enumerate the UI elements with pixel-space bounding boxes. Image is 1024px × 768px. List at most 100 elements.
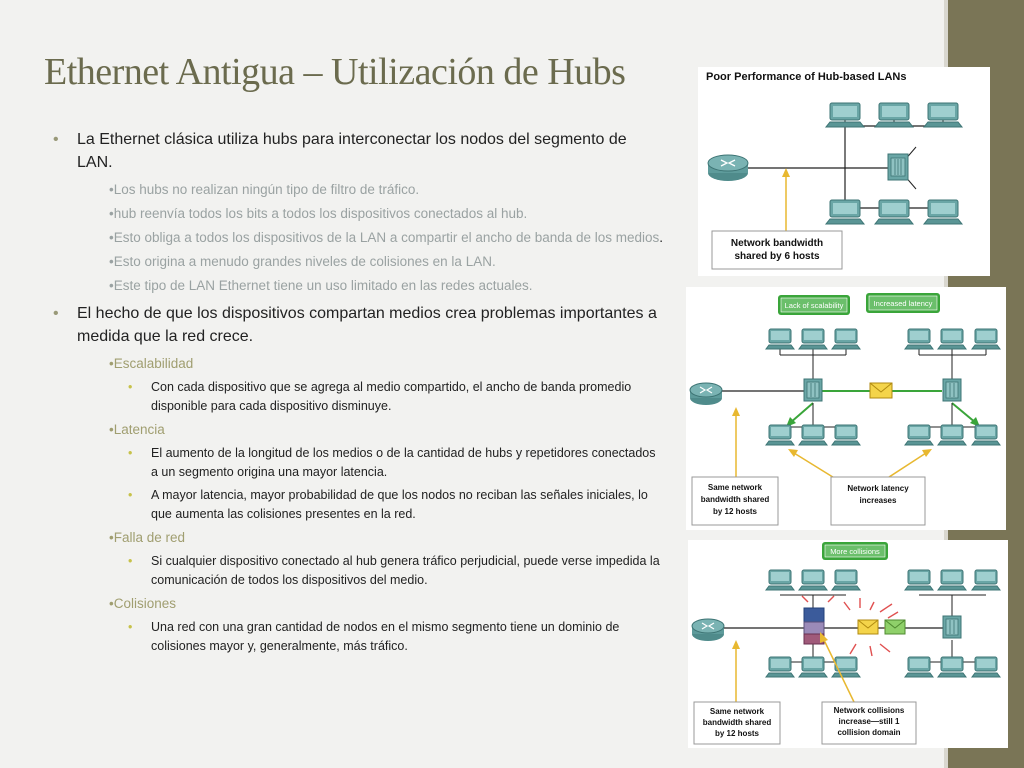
fig1-callout-line1: Network bandwidth [731,238,823,249]
hub-icon [887,153,909,181]
pc-icon [798,424,828,446]
detail-text: El aumento de la longitud de los medios … [151,446,656,479]
hub-icon [942,378,962,402]
fig3-tag: More collisions [830,547,880,556]
subheading-escalabilidad: •Escalabilidad [50,354,665,374]
pc-icon [831,656,861,678]
pc-icon [971,328,1001,350]
pc-icon [937,656,967,678]
pc-icon [831,569,861,591]
pc-icon [937,569,967,591]
detail-text: Si cualquier dispositivo conectado al hu… [151,554,660,587]
fig2-callout-left-line2: bandwidth shared [701,495,770,504]
router-icon [707,154,749,182]
pc-icon [904,569,934,591]
pc-icon [937,328,967,350]
detail-2: • El aumento de la longitud de los medio… [50,444,665,482]
figure-hub-lan: Poor Performance of Hub-based LANs [698,67,990,276]
figure-collisions: More collisions [688,540,1008,748]
envelope-icon [857,619,879,635]
pc-icon [765,656,795,678]
detail-text: A mayor latencia, mayor probabilidad de … [151,488,648,521]
collision-hub-icon [803,607,825,645]
pc-icon [971,656,1001,678]
hub-lan-diagram: Poor Performance of Hub-based LANs [706,71,963,270]
hub-icon [803,378,823,402]
fig3-callout-right-line3: collision domain [837,728,900,737]
subbullet-text: •hub reenvía todos los bits a todos los … [109,206,528,221]
detail-1: • Con cada dispositivo que se agrega al … [50,378,665,416]
pc-icon [831,424,861,446]
pc-icon [798,569,828,591]
subheading-text: •Colisiones [109,596,177,611]
pc-icon [923,102,963,128]
fig1-title: Poor Performance of Hub-based LANs [706,71,906,83]
subbullet-suffix: . [659,230,664,245]
pc-icon [874,199,914,225]
fig3-callout-left-line2: bandwidth shared [703,718,772,727]
fig3-callout-right-line2: increase—still 1 [839,717,900,726]
subbullet-4: •Esto origina a menudo grandes niveles d… [50,252,665,272]
slide-title: Ethernet Antigua – Utilización de Hubs [44,51,626,93]
pc-icon [904,424,934,446]
fig2-tag-right: Increased latency [874,299,933,308]
subbullet-text: •Los hubs no realizan ningún tipo de fil… [109,182,420,197]
pc-icon [904,328,934,350]
detail-text: Con cada dispositivo que se agrega al me… [151,380,632,413]
pc-icon [765,569,795,591]
subbullet-5: •Este tipo de LAN Ethernet tiene un uso … [50,276,665,296]
detail-dot: • [128,554,133,568]
bullet-1: • La Ethernet clásica utiliza hubs para … [50,128,665,174]
detail-5: • Una red con una gran cantidad de nodos… [50,618,665,656]
pc-icon [874,102,914,128]
pc-icon [798,656,828,678]
pc-icon [798,328,828,350]
bullet-2: • El hecho de que los dispositivos compa… [50,302,665,348]
detail-dot: • [128,620,133,634]
detail-dot: • [128,446,133,460]
subheading-text: •Escalabilidad [109,356,194,371]
fig2-tag-left: Lack of scalability [785,301,844,310]
fig1-callout-line2: shared by 6 hosts [734,251,819,262]
bullet-dot: • [53,131,59,148]
pc-icon [904,656,934,678]
subheading-text: •Latencia [109,422,165,437]
scalability-latency-diagram: Lack of scalability Increased latency [689,293,1001,526]
slide-content: • La Ethernet clásica utiliza hubs para … [50,128,665,660]
detail-text: Una red con una gran cantidad de nodos e… [151,620,620,653]
pc-icon [971,424,1001,446]
bullet-text: El hecho de que los dispositivos compart… [77,305,657,345]
envelope-icon [869,382,893,399]
subheading-text: •Falla de red [109,530,186,545]
subheading-colisiones: •Colisiones [50,594,665,614]
collisions-diagram: More collisions [691,542,1001,745]
detail-dot: • [128,488,133,502]
fig3-callout-left-line1: Same network [710,707,765,716]
bullet-text: La Ethernet clásica utiliza hubs para in… [77,131,627,171]
detail-dot: • [128,380,133,394]
fig2-callout-left-line3: by 12 hosts [713,507,758,516]
hub-icon [942,615,962,639]
pc-icon [765,424,795,446]
subbullet-1: •Los hubs no realizan ningún tipo de fil… [50,180,665,200]
subbullet-3: •Esto obliga a todos los dispositivos de… [50,228,665,248]
bullet-dot: • [53,305,59,322]
subheading-latencia: •Latencia [50,420,665,440]
envelope-icon [884,619,906,635]
subbullet-text: •Esto obliga a todos los dispositivos de… [109,230,660,245]
subbullet-2: •hub reenvía todos los bits a todos los … [50,204,665,224]
pc-icon [971,569,1001,591]
fig3-callout-right-line1: Network collisions [834,706,905,715]
router-icon [689,382,723,406]
subbullet-text: •Este tipo de LAN Ethernet tiene un uso … [109,278,533,293]
fig2-callout-right-line2: increases [860,496,897,505]
router-icon [691,618,725,642]
pc-icon [923,199,963,225]
figure-scalability-latency: Lack of scalability Increased latency [686,287,1006,530]
subheading-falla-de-red: •Falla de red [50,528,665,548]
detail-4: • Si cualquier dispositivo conectado al … [50,552,665,590]
pc-icon [937,424,967,446]
subbullet-text: •Esto origina a menudo grandes niveles d… [109,254,496,269]
detail-3: • A mayor latencia, mayor probabilidad d… [50,486,665,524]
